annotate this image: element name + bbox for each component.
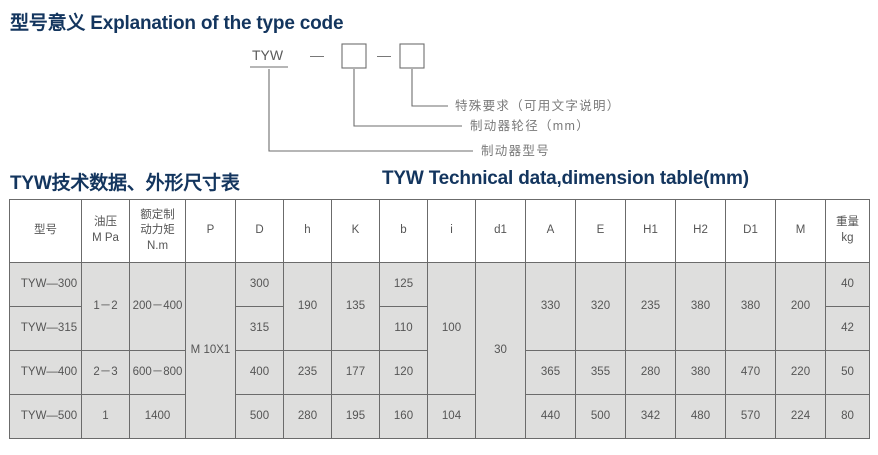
cell-big-d1: 570 (725, 394, 776, 439)
type-code-box-1 (341, 43, 367, 69)
cell-h1: 235 (625, 262, 676, 351)
cell-b: 120 (379, 350, 428, 395)
table-header-row: 型号 油压 M Pa 额定制 动力矩 N.m P D h K (9, 199, 870, 263)
cell-h2: 380 (675, 350, 726, 395)
cell-a: 330 (525, 262, 576, 351)
col-header-h1: H1 (625, 199, 676, 263)
cell-h: 235 (283, 350, 332, 395)
cell-h: 190 (283, 262, 332, 351)
leader-line-special (411, 69, 448, 107)
leader-line-model (268, 69, 473, 152)
cell-b: 125 (379, 262, 428, 307)
cell-weight: 80 (825, 394, 870, 439)
label-brake-model: 制动器型号 (481, 144, 550, 158)
cell-k: 135 (331, 262, 380, 351)
cell-d: 300 (235, 262, 284, 307)
cell-b: 160 (379, 394, 428, 439)
cell-oil-pressure: 2－3 (81, 350, 130, 395)
type-code-prefix: TYW (252, 47, 284, 63)
cell-a: 365 (525, 350, 576, 395)
cell-rated-torque: 1400 (129, 394, 186, 439)
cell-model: TYW—300 (9, 262, 82, 307)
cell-d: 315 (235, 306, 284, 351)
cell-d: 400 (235, 350, 284, 395)
col-header-b: b (379, 199, 428, 263)
cell-h1: 342 (625, 394, 676, 439)
col-header-h2: H2 (675, 199, 726, 263)
cell-k: 195 (331, 394, 380, 439)
cell-model: TYW—400 (9, 350, 82, 395)
col-header-k: K (331, 199, 380, 263)
cell-m: 200 (775, 262, 826, 351)
col-header-rated-torque: 额定制 动力矩 N.m (129, 199, 186, 263)
cell-b: 110 (379, 306, 428, 351)
table-row: TYW—300 1－2 200－400 M 10X1 300 190 135 1… (9, 262, 870, 439)
col-header-a: A (525, 199, 576, 263)
col-header-e: E (575, 199, 626, 263)
col-header-d: D (235, 199, 284, 263)
cell-i: 104 (427, 394, 476, 439)
technical-data-table: 型号 油压 M Pa 额定制 动力矩 N.m P D h K (9, 199, 870, 439)
table-row: TYW—400 2－3 600－800 400 235 177 120 365 … (9, 350, 870, 395)
cell-k: 177 (331, 350, 380, 395)
cell-h1: 280 (625, 350, 676, 395)
cell-e: 355 (575, 350, 626, 395)
cell-d1: 30 (475, 262, 526, 439)
page-title-explanation: 型号意义 Explanation of the type code (10, 13, 344, 34)
cell-oil-pressure: 1 (81, 394, 130, 439)
cell-a: 440 (525, 394, 576, 439)
cell-h2: 480 (675, 394, 726, 439)
leader-line-wheel-diameter (353, 69, 462, 127)
col-header-big-d1: D1 (725, 199, 776, 263)
cell-model: TYW—315 (9, 306, 82, 351)
col-header-model: 型号 (9, 199, 82, 263)
cell-big-d1: 470 (725, 350, 776, 395)
type-code-dash-1: — (310, 47, 324, 63)
cell-p: M 10X1 (185, 262, 236, 439)
cell-d: 500 (235, 394, 284, 439)
cell-e: 320 (575, 262, 626, 351)
cell-m: 220 (775, 350, 826, 395)
cell-m: 224 (775, 394, 826, 439)
col-header-weight: 重量 kg (825, 199, 870, 263)
type-code-box-2 (399, 43, 425, 69)
col-header-d1: d1 (475, 199, 526, 263)
cell-rated-torque: 600－800 (129, 350, 186, 395)
cell-h2: 380 (675, 262, 726, 351)
table-title-en: TYW Technical data,dimension table(mm) (382, 168, 749, 189)
cell-e: 500 (575, 394, 626, 439)
label-special-requirement: 特殊要求（可用文字说明） (455, 98, 621, 113)
type-code-diagram: TYW — — 特殊要求（可用文字说明） 制动器轮径（mm） 制动器型号 (0, 38, 878, 160)
cell-h: 280 (283, 394, 332, 439)
col-header-h: h (283, 199, 332, 263)
cell-model: TYW—500 (9, 394, 82, 439)
cell-weight: 40 (825, 262, 870, 307)
type-code-dash-2: — (377, 47, 391, 63)
cell-weight: 42 (825, 306, 870, 351)
col-header-oil-pressure: 油压 M Pa (81, 199, 130, 263)
col-header-i: i (427, 199, 476, 263)
cell-oil-pressure: 1－2 (81, 262, 130, 351)
table-title-cn: TYW技术数据、外形尺寸表 (10, 173, 240, 194)
cell-big-d1: 380 (725, 262, 776, 351)
label-wheel-diameter: 制动器轮径（mm） (470, 119, 590, 133)
cell-rated-torque: 200－400 (129, 262, 186, 351)
cell-weight: 50 (825, 350, 870, 395)
col-header-m: M (775, 199, 826, 263)
col-header-p: P (185, 199, 236, 263)
table-row: TYW—500 1 1400 500 280 195 160 104 440 5… (9, 394, 870, 439)
cell-i: 100 (427, 262, 476, 395)
